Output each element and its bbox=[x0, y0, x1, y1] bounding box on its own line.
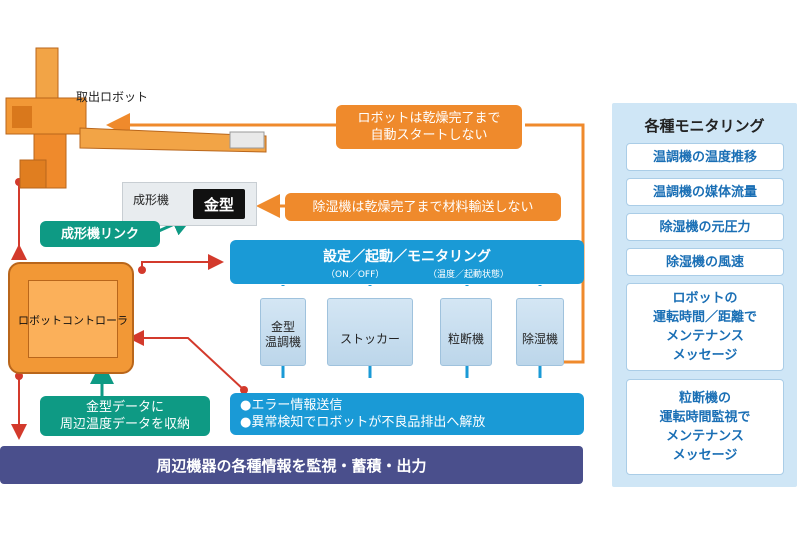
robot-dry-note: ロボットは乾燥完了まで 自動スタートしない bbox=[336, 105, 522, 149]
machine-dehumidifier bbox=[516, 298, 564, 366]
setting-start-monitoring-box: 設定／起動／モニタリング （ON／OFF） （温度／起動状態） bbox=[230, 240, 584, 284]
machine-temp-controller-label: 金型 温調機 bbox=[264, 320, 301, 349]
monitoring-item: 温調機の温度推移 bbox=[626, 143, 784, 171]
machine-stocker bbox=[327, 298, 413, 366]
machine-stocker-label: ストッカー bbox=[339, 332, 400, 346]
monitoring-item: 除湿機の元圧力 bbox=[626, 213, 784, 241]
monitoring-title: 各種モニタリング bbox=[644, 117, 765, 135]
monitoring-item: 温調機の媒体流量 bbox=[626, 178, 784, 206]
robot-title: 取出ロボット bbox=[76, 90, 149, 104]
setting-sub-onoff: （ON／OFF） bbox=[326, 270, 385, 280]
monitoring-panel: 各種モニタリング 温調機の温度推移 温調機の媒体流量 除湿機の元圧力 除湿機の風… bbox=[612, 103, 797, 487]
molding-link-note: 成形機リンク bbox=[40, 221, 160, 247]
error-line-1: ●エラー情報送信 bbox=[240, 398, 343, 413]
robot-controller: ロボットコントローラ bbox=[8, 262, 134, 374]
robot-illustration bbox=[5, 47, 267, 189]
setting-sub-state: （温度／起動状態） bbox=[428, 270, 510, 280]
machine-temp-controller bbox=[260, 298, 306, 366]
machine-granulator bbox=[440, 298, 492, 366]
dehumid-dry-note: 除湿機は乾燥完了まで材料輸送しない bbox=[285, 193, 561, 221]
machine-granulator-label: 粒断機 bbox=[447, 332, 484, 346]
controller-screen bbox=[28, 280, 118, 358]
monitoring-item: 除湿機の風速 bbox=[626, 248, 784, 276]
molding-machine-box: 成形機 金型 bbox=[122, 182, 257, 226]
bottom-bar: 周辺機器の各種情報を監視・蓄積・出力 bbox=[0, 446, 583, 484]
monitoring-item: 粒断機の 運転時間監視で メンテナンス メッセージ bbox=[626, 379, 784, 475]
monitoring-item: ロボットの 運転時間／距離で メンテナンス メッセージ bbox=[626, 283, 784, 371]
mold-data-note: 金型データに 周辺温度データを収納 bbox=[40, 396, 210, 436]
error-line-2: ●異常検知でロボットが不良品排出へ解放 bbox=[240, 415, 486, 430]
setting-title: 設定／起動／モニタリング bbox=[323, 249, 491, 265]
mold-label: 金型 bbox=[193, 189, 245, 219]
controller-label: ロボットコントローラ bbox=[18, 314, 128, 327]
machine-dehumidifier-label: 除湿機 bbox=[521, 332, 558, 346]
error-info-box: ●エラー情報送信 ●異常検知でロボットが不良品排出へ解放 bbox=[230, 393, 584, 435]
molding-machine-label: 成形機 bbox=[133, 193, 170, 207]
